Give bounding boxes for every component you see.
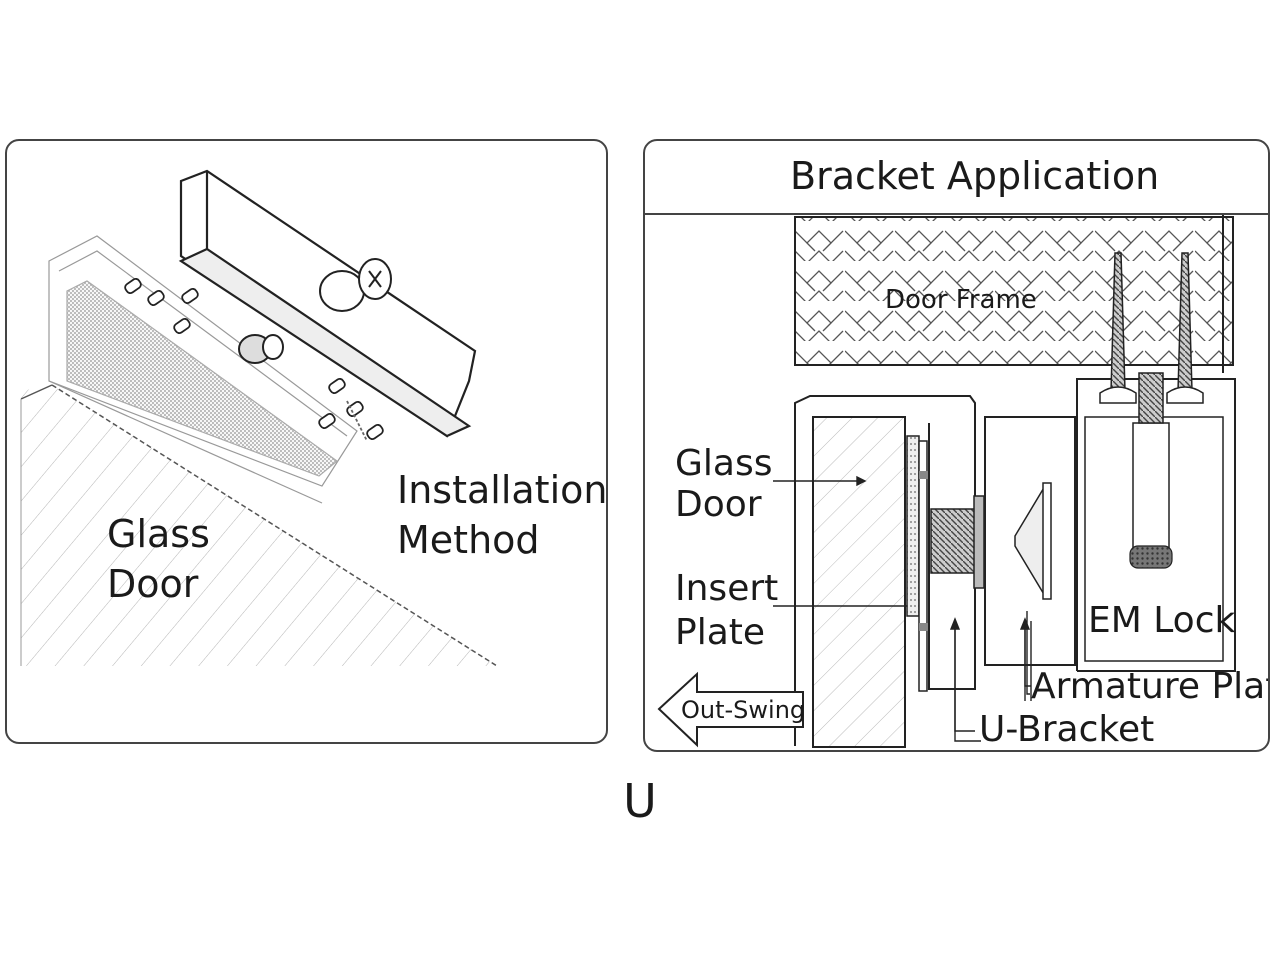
small-screws xyxy=(124,277,384,442)
caption: U xyxy=(623,774,657,828)
insert-plate-label-line2: Plate xyxy=(675,612,766,653)
title-bar xyxy=(645,141,1268,215)
em-lock-body xyxy=(1076,378,1236,672)
door-frame xyxy=(794,215,1234,373)
door-frame-label: Door Frame xyxy=(885,285,1037,315)
armature-plate-label: Armature Plate xyxy=(1031,666,1268,707)
insert-plate-label-line1: Insert xyxy=(675,568,779,609)
out-swing-label: Out-Swing xyxy=(681,696,806,724)
leader-lines xyxy=(773,475,1032,742)
installation-label-line2: Method xyxy=(397,518,540,562)
glass-door-label-line2: Door xyxy=(675,484,762,525)
glass-door-label-line2: Door xyxy=(107,562,199,606)
panel-title: Bracket Application xyxy=(790,154,1160,198)
glass-door-section xyxy=(794,395,976,748)
u-bracket-channel xyxy=(48,235,358,504)
installation-panel: Glass Door Installation Method xyxy=(5,139,608,744)
installation-label-line1: Installation xyxy=(397,468,608,512)
installation-drawing xyxy=(20,169,498,667)
threaded-bolt xyxy=(930,482,1052,600)
glass-door-label-line1: Glass xyxy=(107,512,210,556)
out-swing-arrow[interactable] xyxy=(657,671,804,748)
glass-door-label-line1: Glass xyxy=(675,443,773,484)
u-bracket xyxy=(928,416,1076,690)
u-bracket-label: U-Bracket xyxy=(979,709,1155,750)
bracket-application-panel: Bracket Application xyxy=(643,139,1270,752)
mounting-screw xyxy=(238,334,284,364)
frame-screws xyxy=(1099,252,1204,424)
em-lock-label: EM Lock xyxy=(1088,600,1236,641)
armature-screw xyxy=(319,258,392,312)
bracket-section-drawing xyxy=(657,215,1236,748)
